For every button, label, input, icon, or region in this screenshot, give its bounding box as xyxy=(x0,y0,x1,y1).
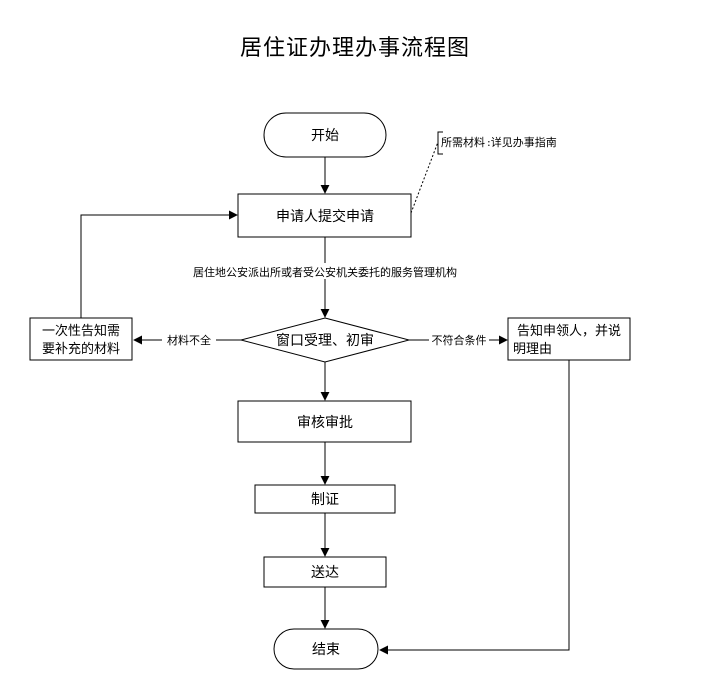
deliver-node xyxy=(263,556,387,588)
supplement-label-line1: 一次性告知需 xyxy=(42,323,120,339)
diagram-title: 居住证办理办事流程图 xyxy=(239,36,470,61)
materials-bracket xyxy=(437,131,443,155)
edge-reject-end xyxy=(379,360,570,655)
end-label: 结束 xyxy=(312,642,340,658)
ineligible-label: 不符合条件 xyxy=(432,333,487,347)
submit-label: 申请人提交申请 xyxy=(276,208,374,225)
start-label: 开始 xyxy=(311,128,339,144)
reject-label-line1: 告知申领人，并说 xyxy=(517,323,621,339)
materials-key: 所需材料 xyxy=(441,135,485,149)
produce-label: 制证 xyxy=(311,492,339,508)
reject-label-line2: 明理由 xyxy=(513,342,552,357)
approve-label: 审核审批 xyxy=(297,415,353,431)
agency-label: 居住地公安派出所或者受公安机关委托的服务管理机构 xyxy=(193,265,457,279)
materials-leader-line xyxy=(410,141,439,214)
materials-value: :详见办事指南 xyxy=(487,135,557,149)
supplement-label-line2: 要补充的材料 xyxy=(42,341,120,357)
supplement-node xyxy=(29,317,133,361)
deliver-label: 送达 xyxy=(311,565,339,581)
produce-node xyxy=(254,484,396,514)
end-node xyxy=(273,628,379,670)
reject-node xyxy=(507,317,631,361)
incomplete-label: 材料不全 xyxy=(167,333,211,347)
review-label: 窗口受理、初审 xyxy=(276,332,374,349)
edge-supplement-submit xyxy=(80,210,238,318)
